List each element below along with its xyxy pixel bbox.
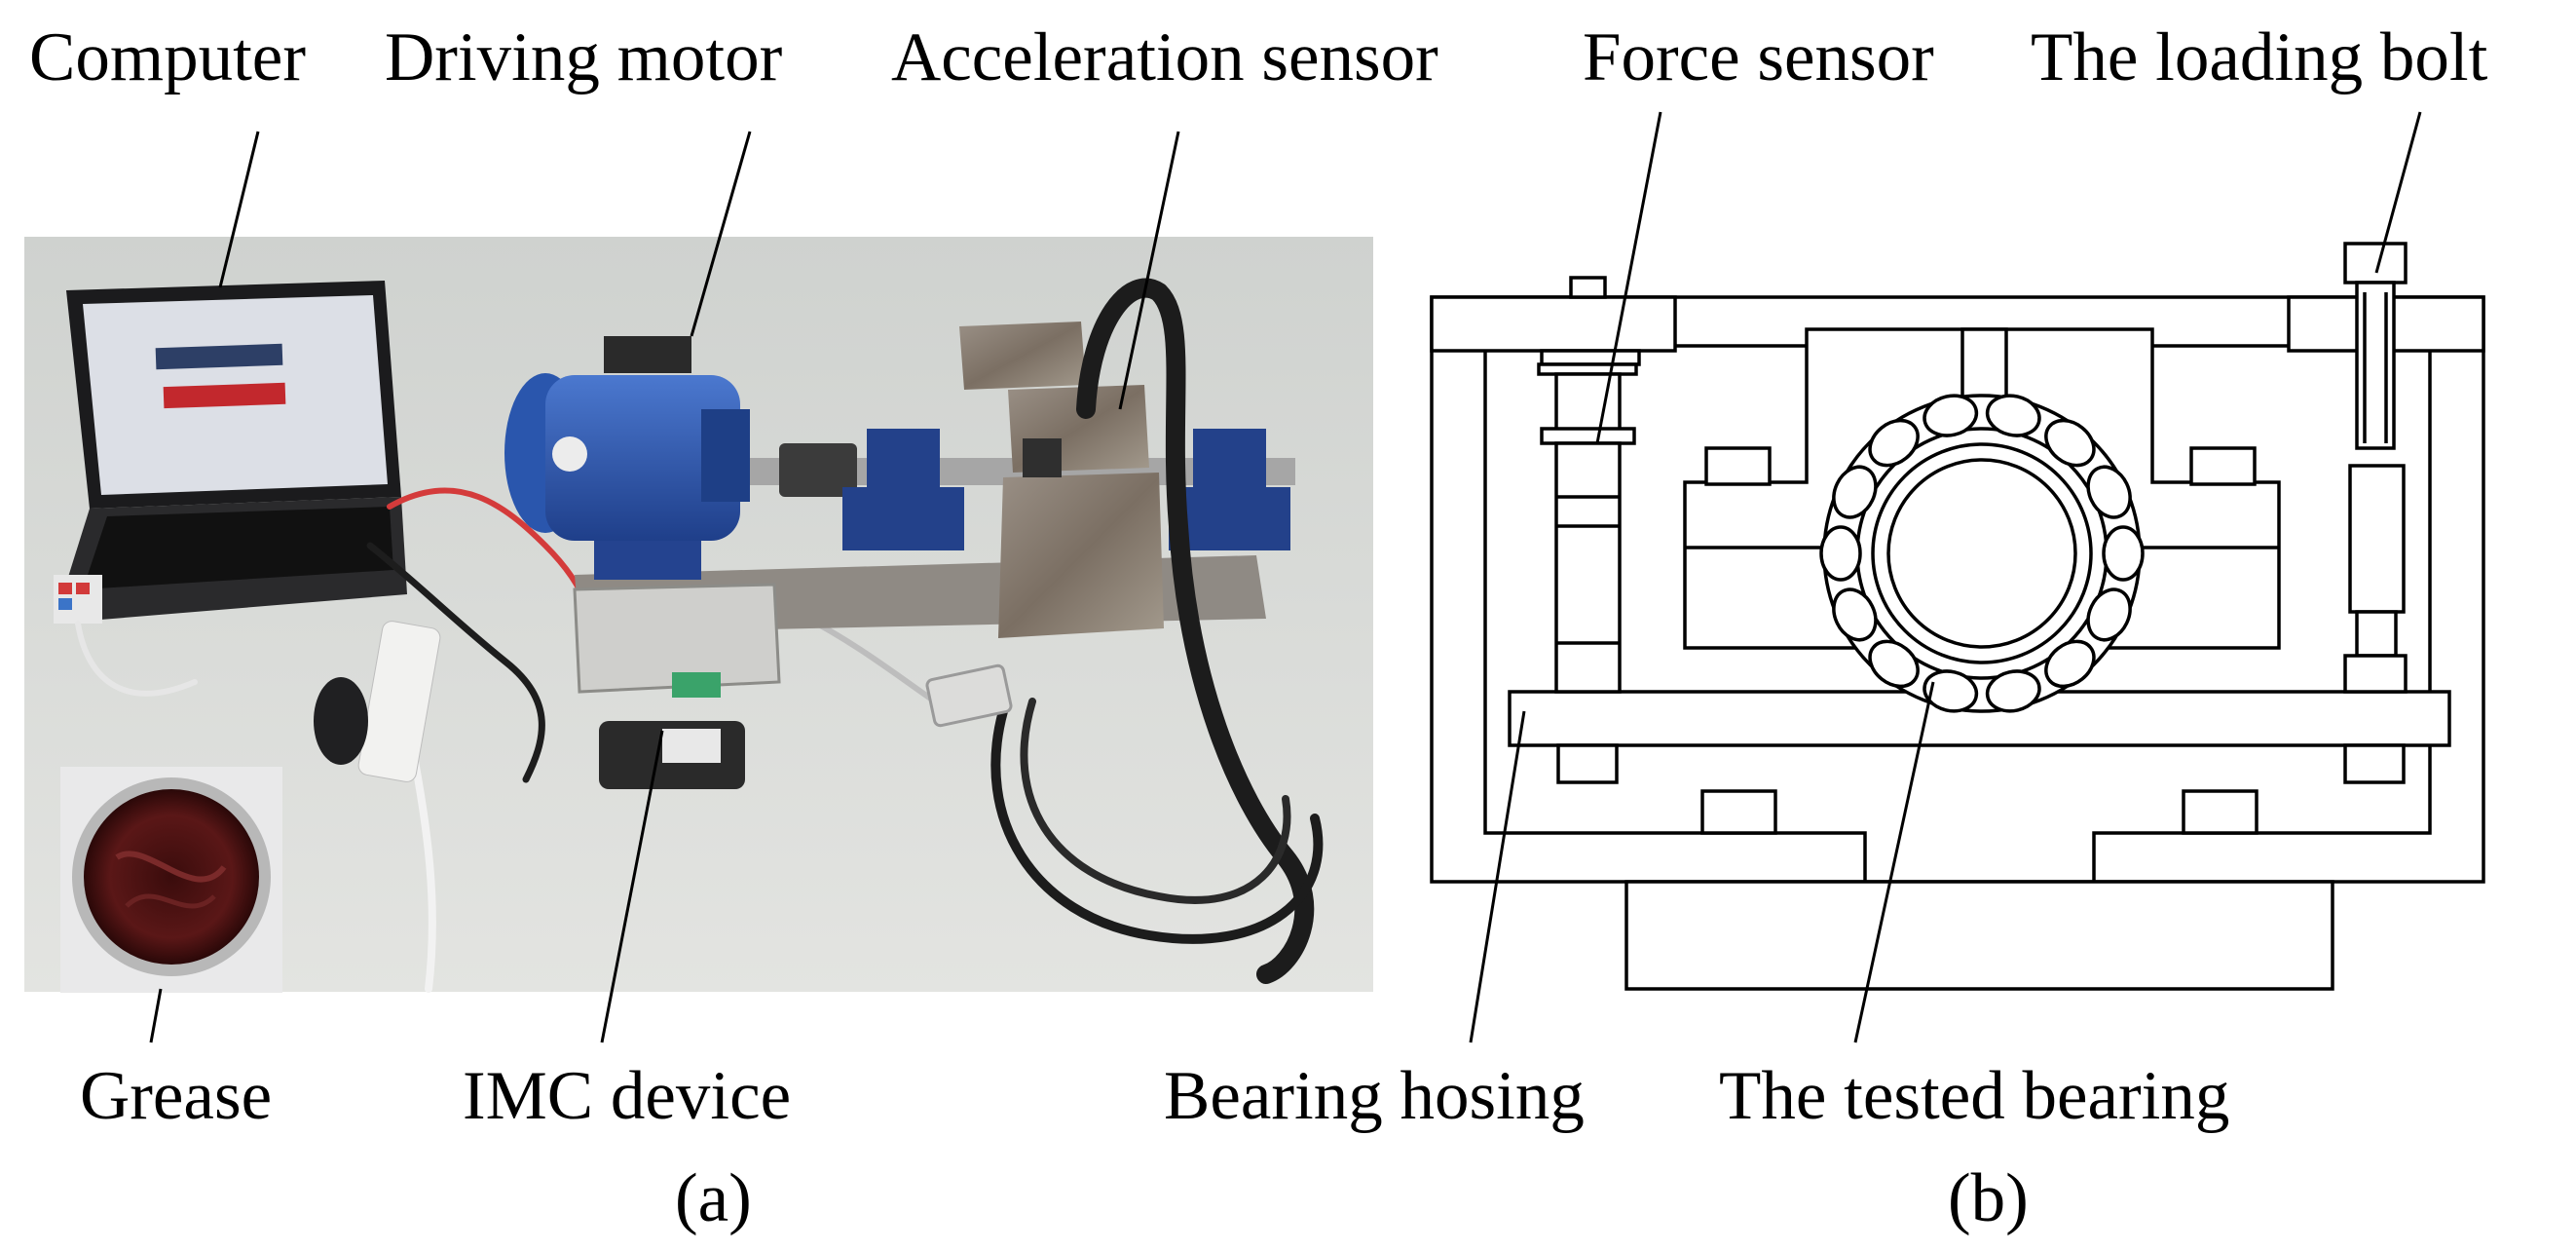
label-imc-device: IMC device	[463, 1058, 792, 1134]
mouse-illustration	[314, 677, 368, 765]
leader-acceleration-sensor	[1118, 131, 1180, 410]
force-sensor-drawing	[1537, 276, 1641, 694]
bearing-rollers	[1819, 394, 2145, 713]
grease-inset-illustration	[60, 767, 282, 993]
label-grease: Grease	[80, 1058, 273, 1134]
photo-panel-a	[24, 237, 1373, 993]
beam-nut-right	[2343, 743, 2406, 784]
leader-force-sensor	[1595, 111, 1662, 444]
schematic-panel-b	[1430, 242, 2485, 991]
base-foot	[1624, 880, 2334, 991]
bearing-roller	[1923, 669, 1979, 713]
pedestal-illustration	[842, 429, 1290, 550]
housing-bolt-left	[1704, 446, 1772, 486]
panel-letter-b: (b)	[1948, 1160, 2029, 1236]
laptop-illustration	[54, 281, 407, 624]
bearing-roller	[2044, 418, 2096, 468]
motor-illustration	[504, 336, 750, 580]
leader-tested-bearing	[1853, 681, 1935, 1043]
coupling-illustration	[779, 443, 857, 497]
bearing-roller	[1819, 525, 1862, 582]
label-driving-motor: Driving motor	[385, 19, 783, 95]
bearing-roller	[2086, 465, 2132, 519]
loading-frame-illustration	[959, 322, 1164, 638]
leader-driving-motor	[690, 131, 752, 337]
power-strip-illustration	[357, 621, 441, 782]
label-computer: Computer	[29, 19, 306, 95]
bearing-roller	[1868, 639, 1920, 689]
bearing-roller	[1832, 587, 1878, 642]
label-loading-bolt: The loading bolt	[2031, 19, 2488, 95]
bearing-roller	[1868, 418, 1920, 468]
housing-bolt-right	[2189, 446, 2257, 486]
bearing-roller	[2086, 587, 2132, 642]
bearing-roller	[1923, 394, 1979, 437]
lower-bolt-right	[2182, 789, 2259, 835]
bearing-roller	[2044, 639, 2096, 689]
label-acceleration-sensor: Acceleration sensor	[891, 19, 1438, 95]
leader-imc-device	[600, 730, 664, 1043]
bearing-roller	[1985, 669, 2041, 713]
leader-grease	[149, 988, 163, 1043]
bearing-roller	[1832, 465, 1878, 519]
lower-bolt-left	[1700, 789, 1777, 835]
amplifier-illustration	[925, 663, 1013, 728]
label-tested-bearing: The tested bearing	[1719, 1058, 2230, 1134]
label-force-sensor: Force sensor	[1583, 19, 1934, 95]
loading-bolt-drawing	[2343, 242, 2408, 694]
leader-lines-a	[149, 131, 1180, 1043]
imc-device-illustration	[573, 583, 781, 789]
leader-loading-bolt	[2374, 111, 2422, 274]
label-bearing-housing: Bearing hosing	[1164, 1058, 1585, 1134]
beam-nut-left	[1556, 743, 1619, 784]
bearing-roller	[1985, 394, 2041, 437]
panel-letter-a: (a)	[675, 1160, 752, 1236]
leader-lines-b	[1469, 111, 2422, 1043]
top-block-left	[1430, 295, 1677, 353]
bearing-roller	[2102, 525, 2145, 582]
leader-bearing-housing	[1469, 710, 1526, 1043]
outer-frame	[1430, 295, 2485, 884]
leader-computer	[218, 131, 260, 288]
sensor-cable-illustration	[990, 278, 1324, 984]
